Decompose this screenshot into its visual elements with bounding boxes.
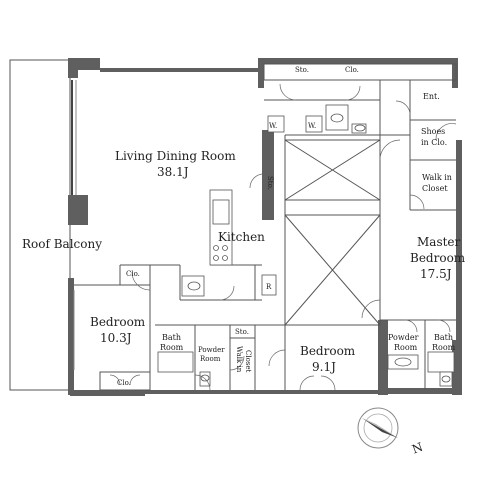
bedroom-center-label: Bedroom: [300, 344, 356, 358]
powder-room-east-label-2: Room: [394, 343, 418, 352]
washer-1-label: W.: [269, 122, 277, 130]
living-dining-room-area: 38.1J: [157, 165, 189, 179]
compass-rose: N: [357, 407, 425, 457]
closet-bedroom-top-label: Clo.: [126, 270, 140, 278]
compass-inner-ring: [363, 413, 393, 443]
roof-balcony-area: [9, 59, 71, 391]
storage-center-label: Sto.: [235, 328, 249, 336]
powder-room-west-label: Powder: [198, 346, 225, 354]
closet-bedroom-bottom-label: Clo.: [117, 379, 131, 387]
master-bedroom-label: Master: [417, 235, 461, 249]
master-bedroom-area: 17.5J: [420, 267, 452, 281]
living-dining-room-label: Living Dining Room: [115, 149, 236, 163]
compass-north-label: N: [410, 440, 425, 457]
washer-2-label: W.: [308, 122, 316, 130]
open-void: [284, 139, 381, 326]
bedroom-west-area: 10.3J: [100, 331, 132, 345]
bedroom-west-label: Bedroom: [90, 315, 146, 329]
closet-top-label: Clo.: [345, 66, 359, 74]
storage-left-label: Sto.: [266, 176, 274, 190]
walk-in-closet-center-label-2: Closet: [244, 350, 252, 373]
roof-balcony-label: Roof Balcony: [22, 237, 102, 251]
kitchen-counter: [209, 189, 277, 296]
compass-needle-tail-icon: [362, 418, 398, 438]
shoes-closet-label: Shoes: [421, 127, 445, 136]
sanitary-fixtures: [157, 104, 455, 387]
refrigerator-label: R: [266, 283, 272, 291]
kitchen-label: Kitchen: [218, 230, 265, 244]
bedroom-center-area: 9.1J: [312, 360, 336, 374]
entrance-label: Ent.: [423, 92, 440, 101]
powder-room-east-label: Powder: [388, 333, 419, 342]
doors: [109, 83, 457, 391]
powder-room-west-label-2: Room: [200, 355, 221, 363]
bath-room-west-label-2: Room: [160, 343, 184, 352]
storage-top-label: Sto.: [295, 66, 309, 74]
windows: [71, 80, 77, 370]
exterior-walls: [68, 58, 462, 396]
bath-room-west-label: Bath: [162, 333, 181, 342]
bath-room-east-label: Bath: [434, 333, 453, 342]
walk-in-closet-master-label-2: Closet: [422, 184, 448, 193]
master-bedroom-label-2: Bedroom: [410, 251, 466, 265]
walk-in-closet-master-label: Walk in: [422, 173, 452, 182]
walk-in-closet-center-label: Walk in: [235, 346, 243, 373]
compass-ring: [357, 407, 399, 449]
bath-room-east-label-2: Room: [432, 343, 456, 352]
shoes-closet-label-2: in Clo.: [421, 138, 447, 147]
